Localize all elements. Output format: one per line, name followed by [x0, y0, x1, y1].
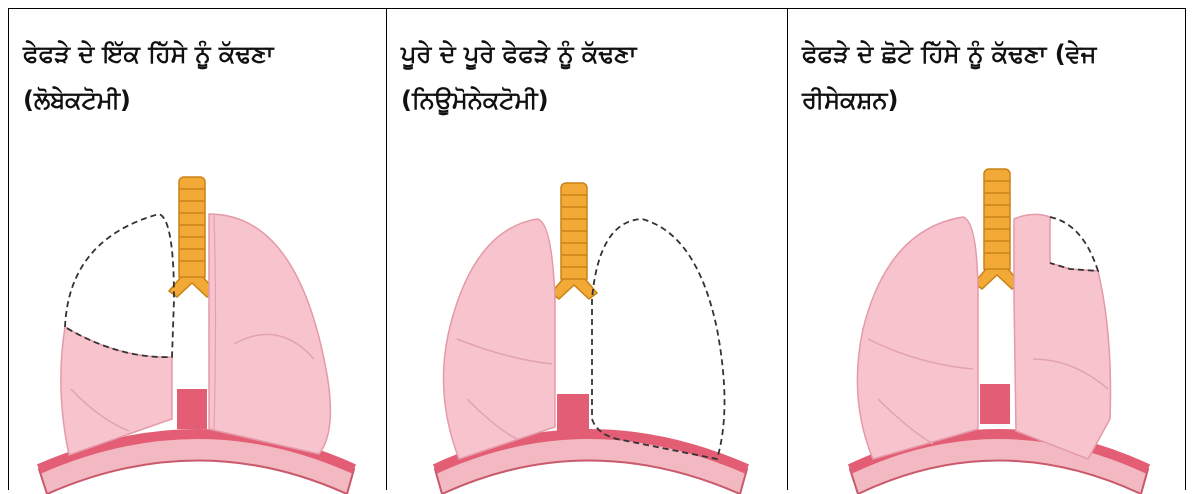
remaining-lung [443, 219, 555, 459]
wedge-illustration [788, 159, 1188, 494]
wedge-resection-title: ਫੇਫੜੇ ਦੇ ਛੋਟੇ ਹਿੱਸੇ ਨੂੰ ਕੱਢਣਾ (ਵੇਜ ਰੀਸੇਕ… [802, 31, 1177, 123]
right-lung [857, 217, 978, 459]
pneumonectomy-illustration [387, 159, 788, 494]
lobectomy-illustration [9, 159, 386, 494]
left-lung-remaining [1014, 214, 1111, 459]
trachea [974, 169, 1020, 289]
removed-wedge-outline [1050, 217, 1098, 271]
trachea [551, 183, 597, 299]
procedures-table: ਫੇਫੜੇ ਦੇ ਇੱਕ ਹਿੱਸੇ ਨੂੰ ਕੱਢਣਾ (ਲੋਬੇਕਟੋਮੀ) [8, 8, 1186, 490]
removed-lung-outline [592, 219, 725, 459]
cell-lobectomy: ਫੇਫੜੇ ਦੇ ਇੱਕ ਹਿੱਸੇ ਨੂੰ ਕੱਢਣਾ (ਲੋਬੇਕਟੋਮੀ) [9, 9, 386, 490]
mediastinum-base [177, 389, 207, 429]
cell-pneumonectomy: ਪੂਰੇ ਦੇ ਪੂਰੇ ਫੇਫੜੇ ਨੂੰ ਕੱਢਣਾ (ਨਿਊਮੋਨੇਕਟੋ… [386, 9, 787, 490]
lobectomy-title: ਫੇਫੜੇ ਦੇ ਇੱਕ ਹਿੱਸੇ ਨੂੰ ਕੱਢਣਾ (ਲੋਬੇਕਟੋਮੀ) [23, 31, 378, 123]
pneumonectomy-title: ਪੂਰੇ ਦੇ ਪੂਰੇ ਫੇਫੜੇ ਨੂੰ ਕੱਢਣਾ (ਨਿਊਮੋਨੇਕਟੋ… [401, 31, 779, 123]
mediastinum-base [980, 384, 1010, 424]
trachea [169, 177, 215, 297]
mediastinum-base [557, 394, 589, 434]
cell-wedge-resection: ਫੇਫੜੇ ਦੇ ਛੋਟੇ ਹਿੱਸੇ ਨੂੰ ਕੱਢਣਾ (ਵੇਜ ਰੀਸੇਕ… [787, 9, 1185, 490]
